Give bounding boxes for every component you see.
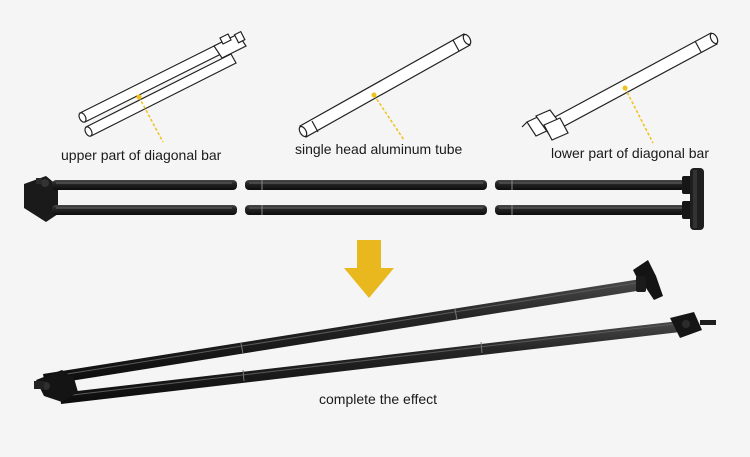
lower-leader-dot (622, 85, 628, 91)
assembled-frame (34, 260, 716, 404)
single-leader-dot (371, 92, 377, 98)
middle-tube-part (245, 180, 487, 215)
single-tube-drawing (298, 33, 472, 138)
single-leader-line (373, 94, 405, 141)
complete-effect-label: complete the effect (319, 391, 438, 407)
right-bracket-part (495, 168, 704, 230)
lower-leader-line (624, 87, 654, 144)
down-arrow-icon (344, 240, 394, 298)
upper-bar-drawing (78, 30, 247, 137)
upper-leader-line (138, 96, 164, 143)
lower-bar-label: lower part of diagonal bar (551, 145, 709, 161)
single-tube-label: single head aluminum tube (295, 141, 463, 157)
upper-leader-dot (136, 94, 142, 100)
upper-bar-label: upper part of diagonal bar (61, 147, 222, 163)
left-bracket-part (24, 176, 237, 222)
lower-bar-drawing (521, 32, 719, 141)
